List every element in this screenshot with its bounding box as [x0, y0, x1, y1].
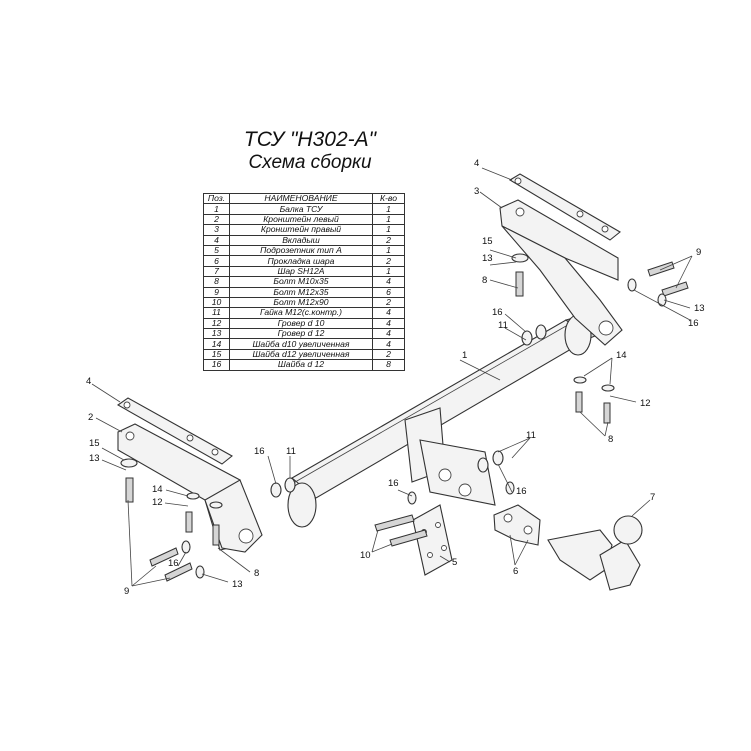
callout-6: 6: [513, 566, 518, 577]
callout-13-left-low: 13: [232, 579, 243, 590]
callout-16-right-far: 16: [688, 318, 699, 329]
callout-9-right: 9: [696, 247, 701, 258]
callout-16-left: 16: [168, 558, 179, 569]
ball-gasket-part-6: [493, 504, 541, 546]
callout-5: 5: [452, 557, 457, 568]
callout-16-beam: 16: [254, 446, 265, 457]
callout-15-left: 15: [89, 438, 100, 449]
callout-14-left: 14: [152, 484, 163, 495]
callout-4-left: 4: [86, 376, 91, 387]
callout-13-left: 13: [89, 453, 100, 464]
callout-16-right: 16: [492, 307, 503, 318]
callout-10: 10: [360, 550, 371, 561]
callout-12-left: 12: [152, 497, 163, 508]
callout-2: 2: [88, 412, 93, 423]
callout-11-beam: 11: [286, 446, 296, 457]
callout-3: 3: [474, 186, 479, 197]
callout-4-right: 4: [474, 158, 479, 169]
title-line-1: ТСУ "H302-A": [243, 128, 377, 151]
row-qty: 8: [372, 359, 405, 371]
leader-lines: [91, 167, 693, 587]
right-insert-part-4: [508, 173, 621, 241]
callout-7: 7: [650, 492, 655, 503]
callout-1: 1: [462, 350, 467, 361]
callout-13-right-far: 13: [694, 303, 705, 314]
fasteners: [120, 253, 689, 582]
callout-labels: 4 2 15 13 14 12 9 16 8 13 16 11 1 4 3 15…: [86, 158, 705, 597]
diagram-title: ТСУ "H302-A" Схема сборки: [200, 128, 420, 174]
socket-plate-part-5: [412, 504, 453, 576]
callout-8-right: 8: [608, 434, 613, 445]
tow-ball-part-7: [547, 515, 643, 591]
right-bracket-part-3: [499, 199, 623, 346]
title-line-2: Схема сборки: [248, 152, 372, 173]
callout-16-socket: 16: [388, 478, 399, 489]
callout-12-right: 12: [640, 398, 651, 409]
callout-9-left: 9: [124, 586, 129, 597]
left-insert-part-4: [116, 397, 233, 465]
callout-8-right-top: 8: [482, 275, 487, 286]
center-bracket: [404, 407, 496, 506]
callout-15-right: 15: [482, 236, 493, 247]
callout-14-right: 14: [616, 350, 627, 361]
callout-13-right: 13: [482, 253, 493, 264]
callout-11-center: 11: [526, 430, 536, 441]
callout-8-left: 8: [254, 568, 259, 579]
callout-16-center: 16: [516, 486, 527, 497]
callout-11-right: 11: [498, 320, 508, 331]
